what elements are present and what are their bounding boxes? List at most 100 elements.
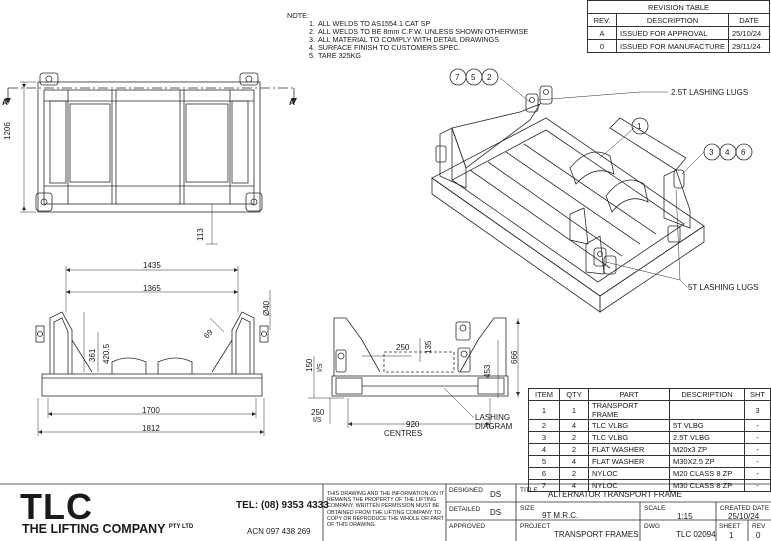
size-value: 9T M.R.C. (542, 511, 579, 520)
parts-cell: 2 (559, 431, 589, 444)
front-view (35, 266, 271, 436)
balloon-5: 5 (471, 73, 476, 82)
balloon-3: 3 (709, 148, 714, 157)
parts-header: ITEM (528, 388, 560, 401)
revision-cell: ISSUED FOR MANUFACTURE (616, 39, 729, 53)
parts-cell: 4 (528, 443, 560, 456)
parts-header: PART (588, 388, 670, 401)
parts-cell: 2 (559, 467, 589, 480)
title-block-frame (0, 483, 771, 541)
dwg-number: TLC 02094 (676, 530, 716, 539)
parts-cell: - (744, 455, 771, 468)
parts-header: QTY (559, 388, 589, 401)
dim-420-5: 420.5 (102, 343, 111, 364)
parts-cell: 1 (528, 400, 560, 420)
dim-250-is: I/S (313, 417, 322, 424)
revision-cell: A (587, 26, 617, 40)
rev-value: 0 (756, 531, 761, 540)
parts-cell: 2.5T VLBG (669, 431, 745, 444)
company-name-text: THE LIFTING COMPANY (22, 522, 166, 536)
created-date-value: 25/10/24 (728, 512, 760, 521)
copyright-notice: THIS DRAWING AND THE INFORMATION ON IT R… (327, 491, 444, 529)
parts-cell: 4 (559, 455, 589, 468)
dwg-label: DWG (644, 523, 660, 530)
parts-cell: M20 CLASS 8 ZP (669, 467, 745, 480)
parts-cell: NYLOC (588, 467, 670, 480)
scale-value: 1:15 (677, 512, 693, 521)
parts-cell: 4 (559, 419, 589, 432)
parts-cell: 2 (528, 419, 560, 432)
general-notes: NOTE: 1.ALL WELDS TO AS1554.1 CAT SP 2.A… (287, 12, 528, 60)
detailed-label: DETAILED (449, 506, 481, 513)
notes-heading: NOTE: (287, 11, 309, 20)
dim-dia-40: Ø40 (262, 300, 271, 316)
parts-cell: TLC VLBG (588, 431, 670, 444)
designed-value: DS (490, 490, 502, 499)
company-logo: TLC (20, 486, 93, 527)
project-label: PROJECT (520, 523, 551, 530)
revision-row: 0 ISSUED FOR MANUFACTURE 29/11/24 (587, 39, 770, 53)
size-label: SIZE (520, 505, 535, 512)
dim-height-1206: 1206 (3, 122, 12, 140)
revision-table: REVISION TABLE REV. DESCRIPTION DATE A I… (587, 0, 770, 53)
parts-cell: 7 (528, 479, 560, 492)
sheet-label: SHEET (719, 523, 741, 530)
dim-920: 920 (406, 420, 420, 429)
parts-cell: 5 (528, 455, 560, 468)
dim-135: 135 (424, 340, 433, 354)
balloon-1: 1 (637, 122, 642, 131)
dim-920-centres: CENTRES (384, 429, 423, 438)
note-item: 2.ALL WELDS TO BE 8mm C.F.W. UNLESS SHOW… (309, 27, 529, 36)
revision-table-title: REVISION TABLE (587, 0, 770, 14)
lug-2-5t-label: 2.5T LASHING LUGS (671, 88, 749, 97)
company-phone: TEL: (08) 9353 4333 (236, 500, 329, 511)
lashing-diagram-label-1: LASHING (475, 413, 511, 422)
dim-453: 453 (483, 364, 492, 378)
rev-label: REV (752, 523, 766, 530)
dim-150-is: I/S (317, 363, 324, 372)
parts-header: SHT (744, 388, 771, 401)
section-marker-left: A (2, 98, 8, 107)
balloon-2: 2 (487, 73, 492, 82)
designed-label: DESIGNED (449, 487, 483, 494)
parts-cell: - (744, 479, 771, 492)
parts-cell: 2 (559, 443, 589, 456)
balloon-7: 7 (455, 73, 460, 82)
revision-row: A ISSUED FOR APPROVAL 25/10/24 (587, 26, 770, 40)
dim-1700: 1700 (142, 406, 160, 415)
approved-label: APPROVED (449, 523, 486, 530)
dim-150: 150 (305, 358, 314, 372)
revision-header: DESCRIPTION (616, 13, 729, 27)
created-date-label: CREATED DATE (720, 505, 770, 512)
revision-header: REV. (587, 13, 617, 27)
dim-250-top: 250 (396, 343, 410, 352)
parts-cell: TRANSPORT FRAME (588, 400, 670, 420)
side-view (308, 317, 519, 428)
parts-cell: M20x3 ZP (669, 443, 745, 456)
parts-cell: FLAT WASHER (588, 443, 670, 456)
revision-cell: 25/10/24 (728, 26, 770, 40)
company-name: THE LIFTING COMPANY PTY LTD (22, 522, 193, 536)
revision-cell: 0 (587, 39, 617, 53)
revision-cell: ISSUED FOR APPROVAL (616, 26, 729, 40)
sheet-value: 1 (729, 531, 734, 540)
balloon-6: 6 (741, 148, 746, 157)
parts-cell: M30X2.5 ZP (669, 455, 745, 468)
dim-113: 113 (196, 228, 205, 241)
section-marker-right: A (289, 98, 295, 107)
project-value: TRANSPORT FRAMES (554, 530, 639, 539)
parts-cell: 1 (559, 400, 589, 420)
lug-5t-label: 5T LASHING LUGS (688, 283, 759, 292)
balloon-4: 4 (725, 148, 730, 157)
parts-cell: - (744, 467, 771, 480)
